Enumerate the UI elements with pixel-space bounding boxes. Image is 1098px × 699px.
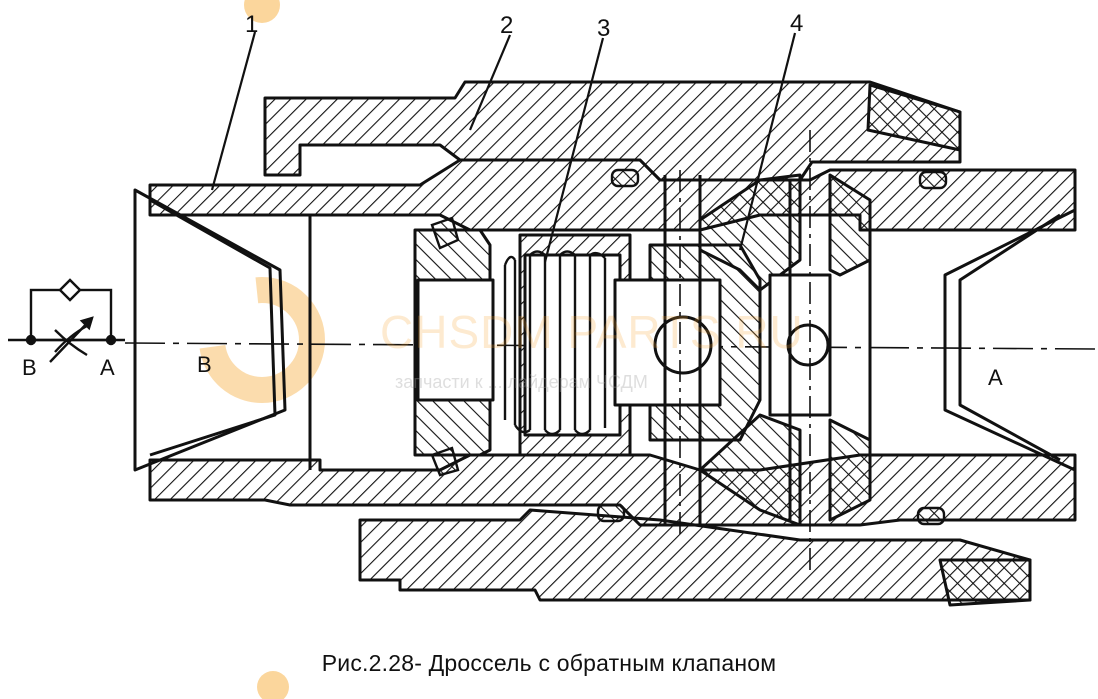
throttle-spool (413, 170, 762, 540)
symbol-label-b: B (22, 355, 37, 380)
callout-2: 2 (500, 12, 513, 39)
callout-labels: 1 2 3 4 (245, 10, 803, 42)
figure-caption: Рис.2.28- Дроссель с обратным клапаном (321, 650, 777, 676)
callout-3: 3 (597, 15, 610, 42)
hydraulic-symbol (8, 278, 125, 363)
seal-rings (430, 168, 948, 526)
callout-leaders (210, 31, 797, 263)
watermark-brand: CHSDM PARTS RU (380, 306, 804, 358)
port-labels: B A B A (22, 352, 1003, 390)
port-label-b: B (197, 352, 212, 377)
valve-seat (698, 130, 872, 570)
port-label-a: A (988, 365, 1003, 390)
callout-4: 4 (790, 10, 803, 37)
symbol-label-a: A (100, 355, 115, 380)
callout-1: 1 (245, 11, 258, 38)
watermark-shapes (199, 0, 325, 699)
watermark-tagline: запчасти к ... лайдерам ЧСДМ (395, 372, 648, 392)
outer-sleeve (263, 80, 1032, 607)
